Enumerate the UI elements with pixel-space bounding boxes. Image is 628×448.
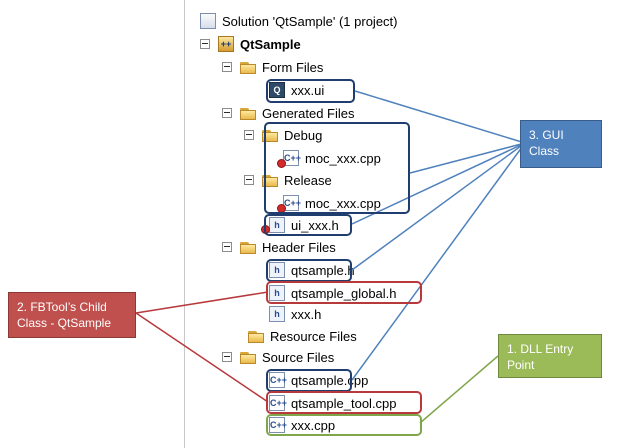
collapse-icon[interactable] (222, 108, 232, 118)
folder-label: Header Files (262, 239, 336, 255)
cpp-file-icon: C++ (277, 150, 301, 168)
tree-node-qtsample-cpp[interactable]: C++ qtsample.cpp (269, 370, 368, 390)
folder-icon (262, 174, 278, 187)
project-label: QtSample (240, 36, 301, 52)
callout-fbtool-line2: Class - QtSample (17, 316, 112, 330)
highlight-qtsample-h (266, 259, 352, 282)
qt-ui-file-icon: Q (269, 82, 285, 98)
header-file-icon: h (269, 285, 285, 301)
header-file-icon: h (269, 306, 285, 322)
collapse-icon[interactable] (200, 39, 210, 49)
file-label: qtsample_tool.cpp (291, 395, 397, 411)
file-label: qtsample.h (291, 262, 355, 278)
connector-dll-xxx-cpp (419, 355, 499, 424)
callout-fbtool-line1: 2. FBTool’s Child (17, 300, 107, 314)
callout-dll-line1: 1. DLL Entry (507, 342, 574, 356)
tree-left-border (184, 0, 185, 448)
tree-node-resource-files[interactable]: Resource Files (248, 326, 357, 346)
folder-label: Debug (284, 127, 323, 143)
file-label: moc_xxx.cpp (305, 150, 381, 166)
header-file-icon: h (269, 262, 285, 278)
callout-gui-class: 3. GUI Class (520, 120, 602, 168)
folder-label: Source Files (262, 349, 335, 365)
tree-node-release[interactable]: Release (244, 170, 332, 190)
collapse-icon[interactable] (244, 175, 254, 185)
highlight-generated-moc (264, 122, 410, 214)
folder-icon (240, 107, 256, 120)
file-label: xxx.cpp (291, 417, 336, 433)
connector-gui-qtsample-cpp (351, 142, 526, 381)
collapse-icon[interactable] (244, 130, 254, 140)
tree-node-generated-files[interactable]: Generated Files (222, 103, 355, 123)
project-icon: ++ (218, 36, 234, 52)
tree-node-qtsample-tool-cpp[interactable]: C++ qtsample_tool.cpp (269, 393, 397, 413)
cpp-file-icon: C++ (269, 395, 287, 411)
callout-gui-line1: 3. GUI (529, 128, 564, 142)
folder-icon (240, 61, 256, 74)
folder-icon (240, 351, 256, 364)
folder-label: Release (284, 172, 332, 188)
tree-node-project[interactable]: ++ QtSample (200, 34, 301, 54)
file-label: xxx.ui (291, 82, 325, 98)
tree-node-debug[interactable]: Debug (244, 125, 322, 145)
connector-fbtool-global-h (135, 291, 269, 314)
highlight-qtsample-cpp (266, 369, 352, 392)
tree-node-xxx-ui[interactable]: Q xxx.ui (269, 80, 324, 100)
file-label: moc_xxx.cpp (305, 195, 381, 211)
tree-node-header-files[interactable]: Header Files (222, 237, 336, 257)
folder-label: Form Files (262, 59, 324, 75)
folder-label: Generated Files (262, 105, 355, 121)
tree-node-xxx-cpp[interactable]: C++ xxx.cpp (269, 415, 335, 435)
connector-gui-xxx-ui (354, 90, 526, 144)
tree-node-solution[interactable]: Solution 'QtSample' (1 project) (200, 11, 398, 31)
file-label: xxx.h (291, 306, 322, 322)
folder-icon (240, 241, 256, 254)
file-label: qtsample_global.h (291, 285, 397, 301)
collapse-icon[interactable] (222, 352, 232, 362)
tree-node-qtsample-global-h[interactable]: h qtsample_global.h (269, 283, 397, 303)
callout-gui-line2: Class (529, 144, 560, 158)
folder-icon (248, 330, 264, 343)
highlight-xxx-ui (266, 79, 355, 103)
tree-node-moc-debug[interactable]: C++ moc_xxx.cpp (277, 148, 381, 168)
tree-node-form-files[interactable]: Form Files (222, 57, 323, 77)
connector-fbtool-tool-cpp (135, 312, 269, 403)
tree-node-source-files[interactable]: Source Files (222, 347, 334, 367)
cpp-file-icon: C++ (269, 372, 287, 388)
connector-gui-generated (409, 142, 526, 174)
folder-label: Resource Files (270, 328, 357, 344)
highlight-qtsample-global-h (266, 281, 422, 304)
collapse-icon[interactable] (222, 242, 232, 252)
folder-icon (262, 129, 278, 142)
solution-icon (200, 13, 216, 29)
tree-node-qtsample-h[interactable]: h qtsample.h (269, 260, 355, 280)
file-label: ui_xxx.h (291, 217, 339, 233)
connector-gui-ui-h (351, 142, 526, 225)
tree-node-moc-release[interactable]: C++ moc_xxx.cpp (277, 193, 381, 213)
callout-dll-line2: Point (507, 358, 535, 372)
solution-label: Solution 'QtSample' (1 project) (222, 13, 398, 29)
collapse-icon[interactable] (222, 62, 232, 72)
callout-fbtool-child-class: 2. FBTool’s Child Class - QtSample (8, 292, 136, 338)
cpp-file-icon: C++ (269, 417, 287, 433)
highlight-xxx-cpp (266, 414, 422, 436)
connector-gui-qtsample-h (351, 142, 526, 271)
excluded-icon (277, 159, 286, 168)
tree-node-xxx-h[interactable]: h xxx.h (269, 304, 321, 324)
highlight-ui-xxx-h (264, 214, 352, 236)
file-label: qtsample.cpp (291, 372, 369, 388)
highlight-qtsample-tool-cpp (266, 391, 422, 414)
cpp-file-icon: C++ (277, 195, 301, 213)
callout-dll-entry-point: 1. DLL Entry Point (498, 334, 602, 378)
